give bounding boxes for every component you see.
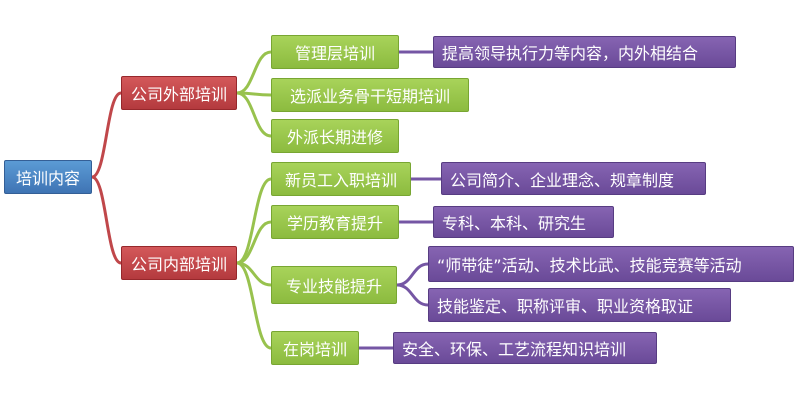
connector-external-management: [236, 50, 272, 95]
skill-improvement-node: 专业技能提升: [271, 266, 397, 304]
connector-root-internal: [91, 175, 122, 265]
root-node: 培训内容: [4, 160, 92, 194]
connector-internal-newemployee: [236, 177, 272, 265]
leadership-detail-node: 提高领导执行力等内容，内外相结合: [433, 36, 736, 68]
company-intro-detail-node: 公司简介、企业理念、规章制度: [441, 162, 706, 195]
long-term-study-node: 外派长期进修: [271, 119, 399, 153]
connector-external-longterm: [236, 91, 272, 138]
external-training-node: 公司外部培训: [121, 76, 237, 110]
education-improvement-node: 学历教育提升: [271, 205, 399, 239]
certification-detail-node: 技能鉴定、职称评审、职业资格取证: [428, 288, 731, 322]
apprentice-activity-detail-node: “师带徒”活动、技术比武、技能竞赛等活动: [428, 246, 794, 282]
new-employee-training-node: 新员工入职培训: [271, 162, 411, 196]
connector-root-external: [91, 91, 122, 179]
on-job-training-node: 在岗培训: [271, 331, 359, 365]
management-training-node: 管理层培训: [271, 35, 399, 69]
internal-training-node: 公司内部培训: [121, 246, 237, 280]
connector-internal-education: [236, 220, 272, 265]
connector-internal-onjob: [236, 261, 272, 350]
connector-skill-certification: [396, 283, 429, 307]
degree-detail-node: 专科、本科、研究生: [433, 206, 614, 238]
safety-training-detail-node: 安全、环保、工艺流程知识培训: [393, 332, 657, 364]
connector-skill-apprentice: [396, 262, 429, 287]
backbone-short-training-node: 选派业务骨干短期培训: [271, 78, 469, 112]
